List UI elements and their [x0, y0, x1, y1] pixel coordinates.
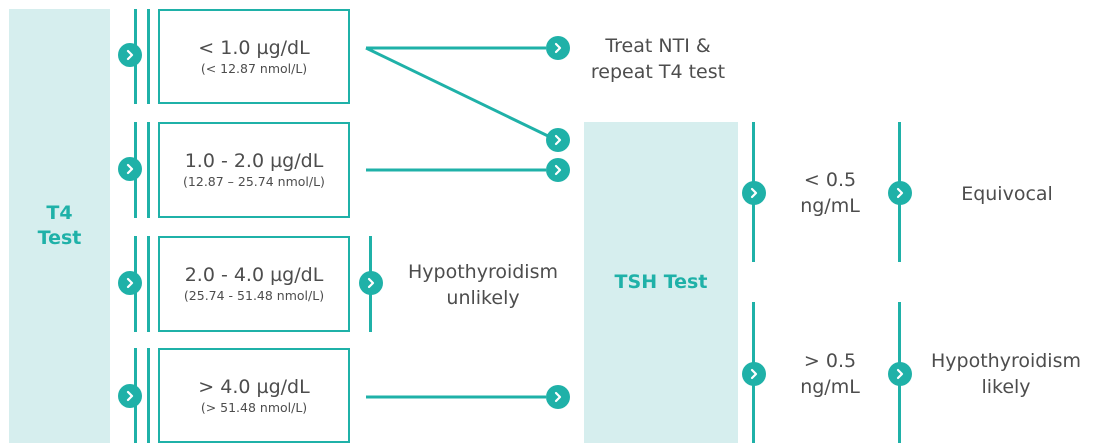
range-value-si: (12.87 – 25.74 nmol/L)	[183, 174, 325, 189]
divider-right-1	[147, 9, 150, 104]
tsh-range-line: ng/mL	[800, 376, 860, 398]
outcome-line: Hypothyroidism	[931, 350, 1081, 372]
chevron-right-icon	[546, 128, 570, 152]
chevron-right-icon	[888, 181, 912, 205]
t4-test-panel: T4 Test	[9, 9, 110, 443]
outcome-line: unlikely	[446, 287, 520, 309]
range-value: < 1.0 µg/dL	[198, 36, 310, 59]
outcome-line: likely	[981, 376, 1031, 398]
tsh-range-line: < 0.5	[803, 169, 857, 191]
range-box-borderline: 1.0 - 2.0 µg/dL (12.87 – 25.74 nmol/L)	[158, 122, 350, 218]
range-value-si: (> 51.48 nmol/L)	[200, 399, 308, 415]
tsh-range-low: < 0.5 ng/mL	[775, 167, 885, 219]
t4-test-label-line2: Test	[37, 227, 82, 249]
chevron-right-icon	[118, 384, 142, 408]
chevron-right-icon	[359, 271, 383, 295]
tsh-test-label: TSH Test	[614, 271, 708, 293]
chevron-right-icon	[118, 271, 142, 295]
tsh-range-line: > 0.5	[803, 350, 857, 372]
tsh-range-line: ng/mL	[800, 195, 860, 217]
tsh-range-high: > 0.5 ng/mL	[775, 348, 885, 400]
range-value-si: (25.74 - 51.48 nmol/L)	[183, 288, 325, 303]
chevron-right-icon	[888, 362, 912, 386]
t4-test-label-line1: T4	[46, 202, 73, 224]
chevron-right-icon	[118, 157, 142, 181]
range-box-high: > 4.0 µg/dL (> 51.48 nmol/L)	[158, 348, 350, 443]
chevron-right-icon	[742, 362, 766, 386]
range-value-si: (< 12.87 nmol/L)	[200, 60, 308, 76]
divider-right-2	[147, 122, 150, 218]
outcome-equivocal: Equivocal	[922, 181, 1092, 207]
chevron-right-icon	[742, 181, 766, 205]
outcome-line: Equivocal	[961, 183, 1053, 205]
outcome-hypothyroidism-unlikely: Hypothyroidism unlikely	[393, 259, 573, 311]
range-value: 2.0 - 4.0 µg/dL	[184, 264, 324, 286]
outcome-treat-nti: Treat NTI & repeat T4 test	[588, 33, 728, 85]
chevron-right-icon	[118, 43, 142, 67]
outcome-line: Treat NTI &	[605, 35, 711, 57]
outcome-line: Hypothyroidism	[408, 261, 558, 283]
chevron-right-icon	[546, 158, 570, 182]
chevron-right-icon	[546, 36, 570, 60]
range-box-normal: 2.0 - 4.0 µg/dL (25.74 - 51.48 nmol/L)	[158, 236, 350, 332]
range-box-low: < 1.0 µg/dL (< 12.87 nmol/L)	[158, 9, 350, 104]
range-value: 1.0 - 2.0 µg/dL	[184, 150, 324, 172]
chevron-right-icon	[546, 385, 570, 409]
tsh-test-panel: TSH Test	[584, 122, 738, 443]
range-value: > 4.0 µg/dL	[198, 375, 310, 398]
divider-right-3	[147, 236, 150, 332]
outcome-line: repeat T4 test	[590, 61, 726, 83]
divider-right-4	[147, 348, 150, 443]
outcome-hypothyroidism-likely: Hypothyroidism likely	[916, 348, 1096, 400]
